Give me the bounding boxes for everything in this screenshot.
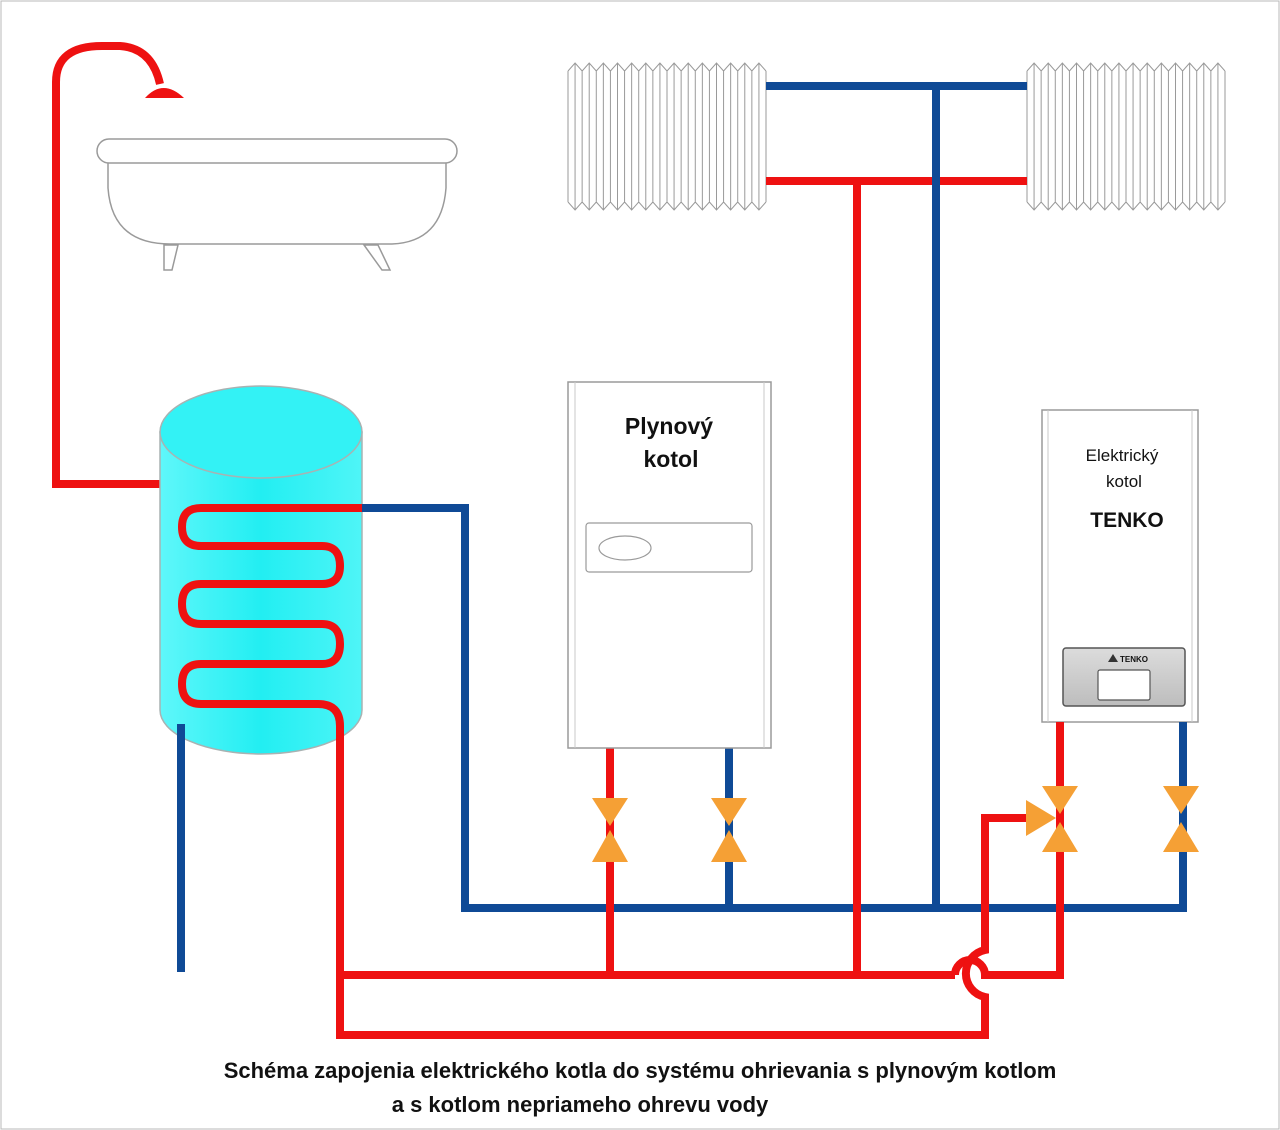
bathtub (96, 138, 458, 271)
electric-boiler: Elektrický kotol TENKO TENKO (1041, 409, 1199, 723)
three-way-valve (1026, 786, 1078, 852)
electric-boiler-label-line2: kotol (1106, 472, 1142, 491)
valve-gas-return (711, 798, 747, 862)
tank-heating-coil (178, 504, 362, 975)
valve-gas-supply (592, 798, 628, 862)
valve-electric-return (1163, 786, 1199, 852)
tenko-logo-icon (1108, 654, 1118, 662)
gas-boiler-label-line2: kotol (644, 446, 699, 472)
electric-boiler-label-line1: Elektrický (1086, 446, 1159, 465)
radiator-left (567, 62, 767, 211)
water-tank (159, 385, 363, 755)
panel-logo-text: TENKO (1120, 655, 1148, 664)
shower-pipe (52, 42, 184, 488)
gas-boiler: Plynový kotol (567, 381, 772, 749)
bypass-pipe (336, 814, 1035, 1039)
radiator-supply-pipe (766, 82, 1027, 185)
caption-line1: Schéma zapojenia elektrického kotla do s… (223, 1058, 1057, 1083)
electric-boiler-brand: TENKO (1090, 509, 1164, 532)
gas-boiler-display (598, 535, 652, 561)
electric-boiler-screen (1097, 669, 1151, 701)
gas-boiler-label-line1: Plynový (625, 413, 713, 439)
caption-line2: a s kotlom nepriameho ohrevu vody (391, 1092, 769, 1117)
radiator-right (1026, 62, 1226, 211)
